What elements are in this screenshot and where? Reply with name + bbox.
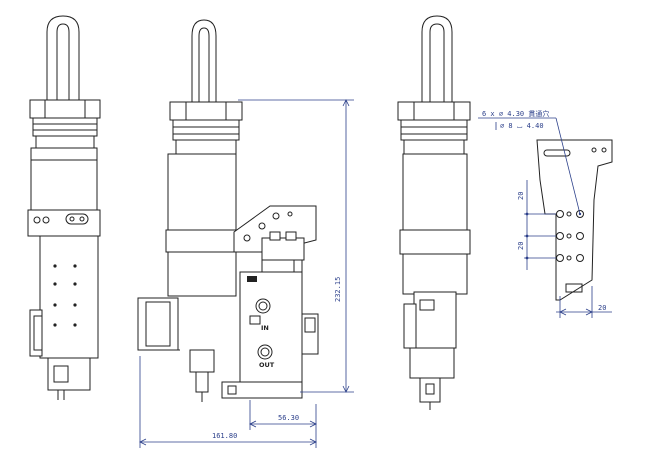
in-port-label: IN [261,324,269,332]
right-view [397,15,471,410]
pitch-top-dimension: 20 [517,192,525,200]
offset-dimension: 56.30 [278,414,299,422]
width-dimension: 161.80 [212,432,237,440]
out-port-label: OUT [259,361,275,369]
left-view [27,15,101,400]
bracket-detail: 6 x ⌀ 4.30 貫通穴 ⌀ 8 ⌴ 4.40 20 20 20 [478,109,613,318]
mounting-holes [556,210,584,262]
bracket-width-dimension: 20 [598,304,606,312]
middle-view: IN OUT 232.15 161.80 56.30 [137,19,354,448]
height-dimension: 232.15 [334,277,342,302]
pitch-mid-dimension: 20 [517,242,525,250]
hole-note-line1: 6 x ⌀ 4.30 貫通穴 [482,109,549,118]
hole-note-line2: ⌀ 8 ⌴ 4.40 [500,122,544,130]
